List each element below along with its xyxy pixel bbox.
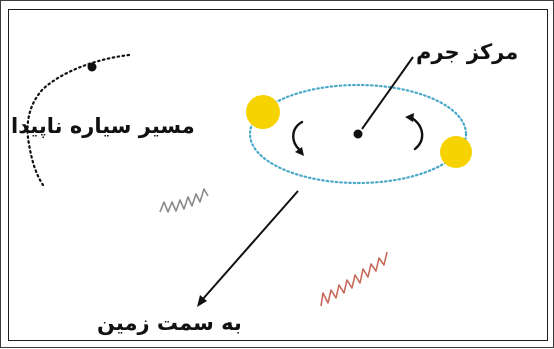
counterclockwise-arrow-icon	[292, 120, 304, 156]
invisible-planet-path	[26, 53, 131, 187]
toward-earth-arrow	[197, 190, 299, 307]
center-of-mass-label: مرکز جرم	[416, 40, 519, 64]
wave-red	[320, 251, 388, 307]
center-of-mass-dot	[353, 129, 363, 139]
invisible-planet-path-label: مسیر سیاره ناپیدا	[11, 114, 195, 138]
binary-orbit	[248, 83, 468, 185]
center-of-mass-pointer	[361, 56, 414, 130]
toward-earth-label: به سمت زمین	[97, 311, 242, 335]
planet-dot	[87, 62, 97, 72]
figure-panel	[8, 9, 548, 341]
clockwise-arrow-icon	[405, 113, 424, 151]
star-right	[440, 136, 472, 168]
star-left	[246, 95, 280, 129]
wave-gray	[159, 188, 209, 213]
